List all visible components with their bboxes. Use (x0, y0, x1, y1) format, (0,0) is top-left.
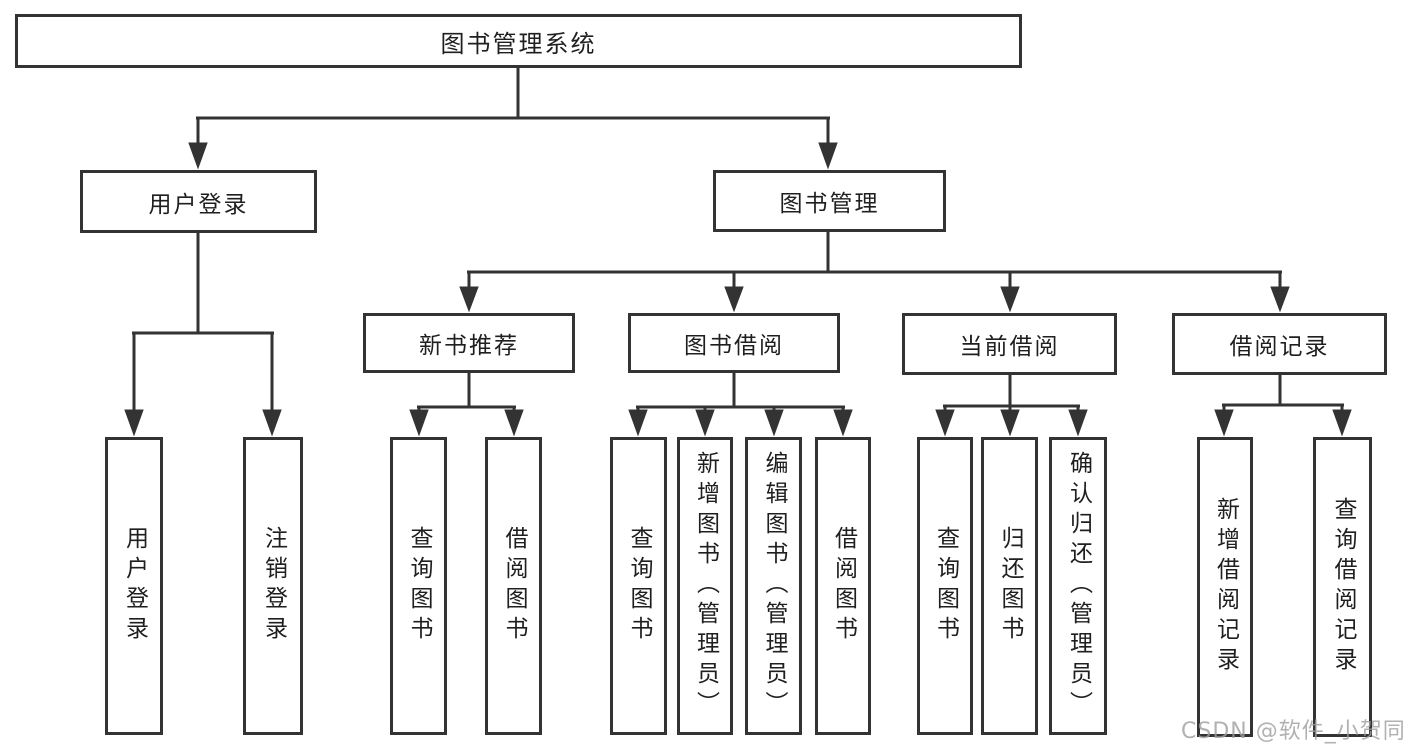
leaf-borrow-books-label: 借阅图书 (830, 526, 857, 646)
leaf-confirm-return-admin: 确认归还（管理员） (1049, 437, 1107, 735)
connector-user-login-to-leaves (124, 233, 282, 437)
leaf-return-books-label: 归还图书 (997, 526, 1023, 646)
leaf-add-borrow-record: 新增借阅记录 (1197, 437, 1253, 737)
leaf-current-query-books: 查询图书 (917, 437, 973, 735)
node-book-mgmt: 图书管理 (713, 170, 946, 232)
leaf-edit-books-admin-label: 编辑图书（管理员） (761, 451, 787, 721)
leaf-rec-borrow-books: 借阅图书 (485, 437, 542, 735)
csdn-watermark: CSDN @软件_小贺同学 (1181, 719, 1405, 744)
leaf-add-books-admin-label: 新增图书（管理员） (692, 451, 719, 721)
node-user-login: 用户登录 (80, 170, 317, 233)
node-borrow-records: 借阅记录 (1172, 313, 1387, 375)
leaf-rec-query-books: 查询图书 (390, 437, 447, 735)
connector-book-mgmt-to-level2 (459, 231, 1290, 313)
leaf-logout: 注销登录 (243, 437, 303, 735)
leaf-edit-books-admin: 编辑图书（管理员） (745, 437, 802, 735)
leaf-current-query-books-label: 查询图书 (932, 526, 959, 646)
connector-root-to-level1 (188, 68, 838, 170)
leaf-query-borrow-record-label: 查询借阅记录 (1330, 497, 1356, 677)
leaf-add-books-admin: 新增图书（管理员） (677, 437, 733, 735)
node-new-book-rec-label: 新书推荐 (419, 333, 519, 359)
connector-book-borrow-to-leaves (628, 373, 853, 437)
node-book-borrow: 图书借阅 (628, 313, 840, 373)
leaf-borrow-query-books-label: 查询图书 (626, 526, 652, 646)
node-root-label: 图书管理系统 (440, 29, 597, 58)
leaf-borrow-query-books: 查询图书 (610, 437, 667, 735)
leaf-user-login: 用户登录 (105, 437, 163, 735)
leaf-user-login-label: 用户登录 (121, 526, 148, 646)
connector-new-book-rec-to-leaves (409, 373, 524, 437)
node-new-book-rec: 新书推荐 (363, 313, 575, 373)
node-current-borrow-label: 当前借阅 (959, 334, 1060, 360)
leaf-query-borrow-record: 查询借阅记录 (1313, 437, 1372, 737)
node-root: 图书管理系统 (15, 14, 1022, 68)
leaf-return-books: 归还图书 (981, 437, 1038, 735)
node-borrow-records-label: 借阅记录 (1229, 334, 1330, 360)
connector-borrow-records-to-leaves (1214, 373, 1352, 437)
node-current-borrow: 当前借阅 (902, 313, 1117, 375)
leaf-borrow-books: 借阅图书 (815, 437, 871, 735)
leaf-logout-label: 注销登录 (260, 526, 287, 646)
leaf-rec-borrow-books-label: 借阅图书 (501, 526, 527, 646)
leaf-add-borrow-record-label: 新增借阅记录 (1212, 497, 1239, 677)
node-book-borrow-label: 图书借阅 (684, 333, 784, 359)
leaf-confirm-return-admin-label: 确认归还（管理员） (1065, 451, 1092, 721)
node-user-login-label: 用户登录 (148, 191, 249, 218)
leaf-rec-query-books-label: 查询图书 (406, 526, 432, 646)
node-book-mgmt-label: 图书管理 (779, 191, 880, 217)
connector-current-borrow-to-leaves (935, 373, 1088, 437)
